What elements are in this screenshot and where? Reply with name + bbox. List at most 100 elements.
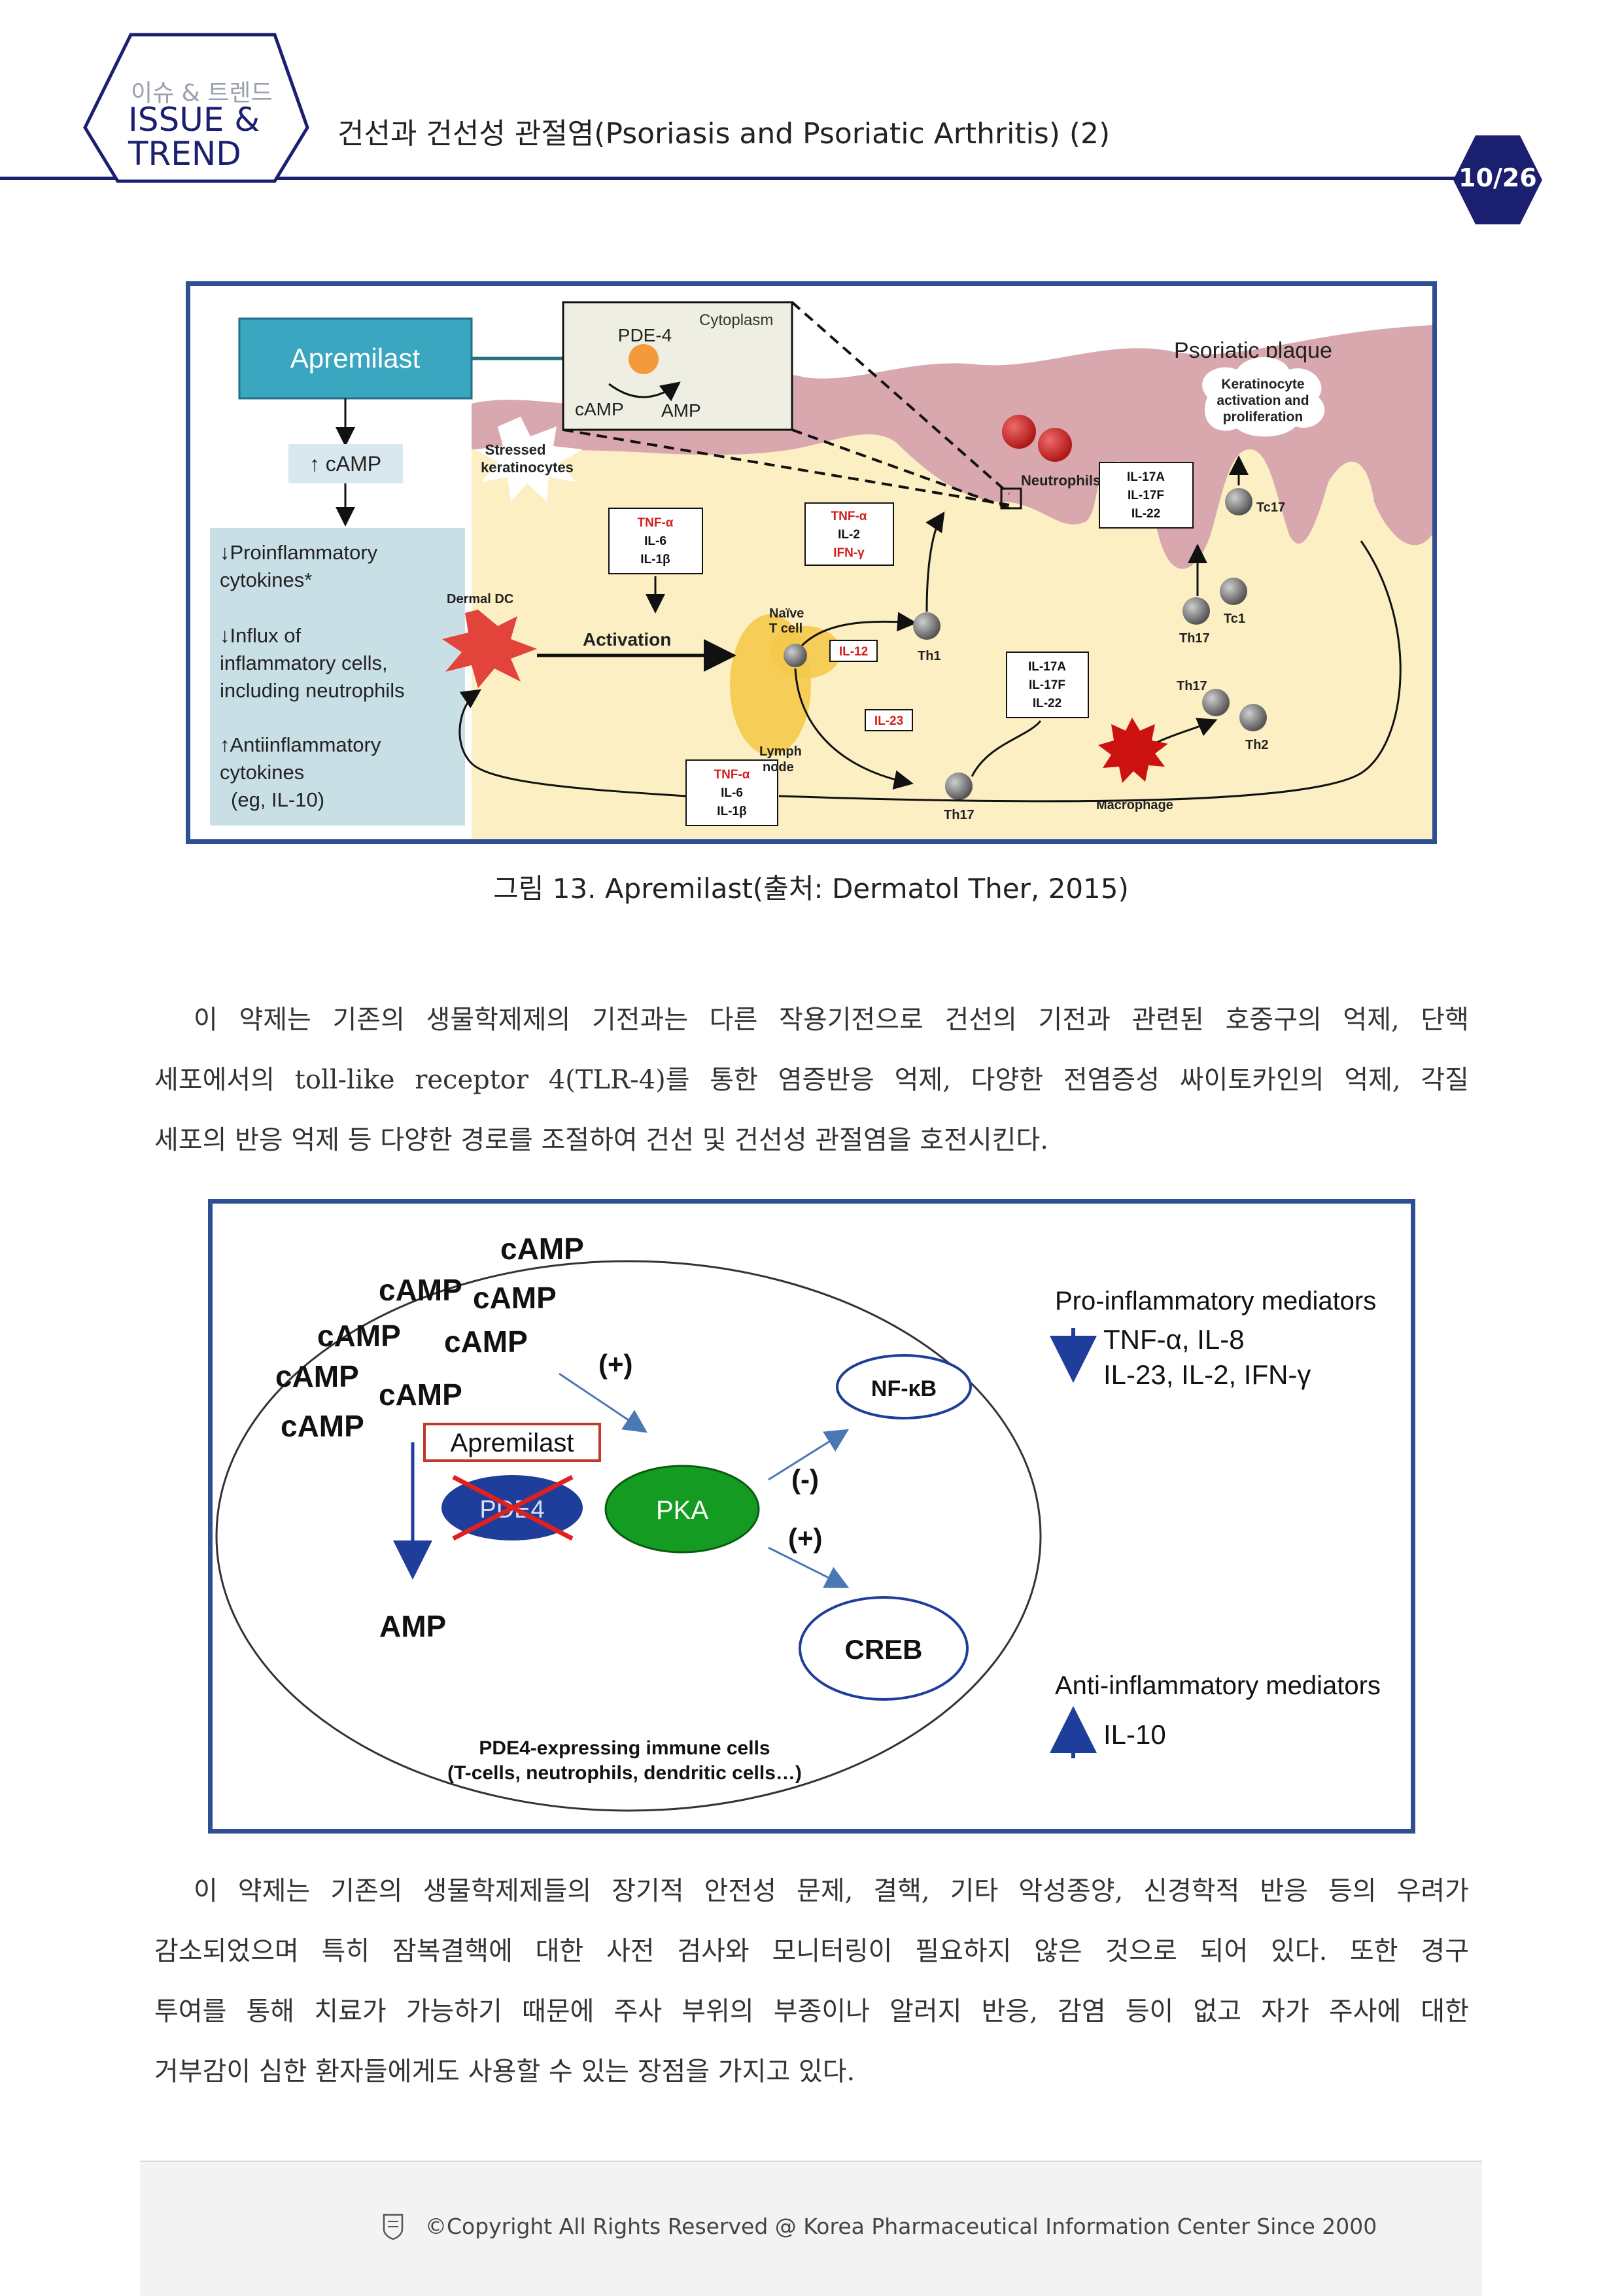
- box3-b: IL-17F: [1128, 489, 1164, 502]
- box3-c: IL-22: [1131, 507, 1160, 521]
- camp-molecule: cAMP: [281, 1409, 364, 1443]
- cyto-amp: AMP: [661, 400, 701, 421]
- box5-b: IL-6: [721, 786, 743, 800]
- cyto-camp: cAMP: [575, 399, 624, 419]
- il23-label: IL-23: [874, 714, 903, 728]
- pde4-diagram: cAMP cAMP cAMP cAMP cAMP cAMP cAMP cAMP …: [213, 1204, 1411, 1829]
- effect-text: inflammatory cells,: [220, 652, 388, 674]
- figure-apremilast-pathway: Apremilast ↑ cAMP ↓Proinflammatory cytok…: [186, 281, 1437, 844]
- th17-label: Th17: [1177, 679, 1207, 693]
- tc17-cell: [1225, 488, 1252, 515]
- figure-pde4-mechanism: cAMP cAMP cAMP cAMP cAMP cAMP cAMP cAMP …: [208, 1199, 1415, 1834]
- apremilast-label: Apremilast: [290, 343, 421, 374]
- activation-sign: (+): [788, 1523, 823, 1554]
- tc1-cell: [1220, 578, 1247, 605]
- camp-molecule: cAMP: [500, 1232, 584, 1266]
- th17-cell-b: [1182, 597, 1210, 625]
- tc1-label: Tc1: [1224, 612, 1245, 626]
- kera-text: Keratinocyte: [1221, 377, 1304, 392]
- anti-inflammatory-title: Anti-inflammatory mediators: [1055, 1671, 1381, 1700]
- box2-b: IL-2: [838, 528, 860, 542]
- camp-molecule: cAMP: [379, 1273, 462, 1307]
- figure-caption: 그림 13. Apremilast(출처: Dermatol Ther, 201…: [0, 867, 1622, 907]
- copyright-text: ©Copyright All Rights Reserved @ Korea P…: [425, 2214, 1377, 2239]
- paragraph-mechanism: 이 약제는 기존의 생물학제제의 기전과는 다른 작용기전으로 건선의 기전과 …: [154, 990, 1469, 1170]
- th17-cell: [945, 773, 973, 800]
- kera-text: proliferation: [1223, 409, 1303, 425]
- amp-molecule: AMP: [379, 1609, 446, 1643]
- box5-c: IL-1β: [717, 805, 746, 818]
- page-number: 10/26: [1453, 164, 1542, 192]
- header-category-issue: ISSUE &: [128, 103, 260, 136]
- effect-text: ↓Influx of: [220, 624, 301, 647]
- effect-text: cytokines: [220, 761, 304, 784]
- page-title: 건선과 건선성 관절염(Psoriasis and Psoriatic Arth…: [337, 110, 1110, 152]
- box4-c: IL-22: [1033, 697, 1061, 710]
- nfkb-label: NF-κB: [871, 1376, 937, 1401]
- box5-a: TNF-α: [714, 768, 750, 782]
- pde4-label: PDE-4: [618, 325, 672, 345]
- th1-label: Th1: [918, 649, 941, 663]
- anti-inflammatory-list: IL-10: [1103, 1719, 1166, 1750]
- lymph-label: Lymph: [759, 744, 802, 759]
- box3-a: IL-17A: [1127, 470, 1165, 484]
- camp-up-label: ↑ cAMP: [309, 452, 381, 476]
- neutrophil-cell: [1002, 415, 1036, 449]
- effect-text: ↓Proinflammatory: [220, 541, 378, 564]
- text-line: 이 약제는 기존의 생물학제제들의 장기적 안전성 문제, 결핵, 기타 악성종…: [154, 1861, 1469, 1921]
- creb-label: CREB: [844, 1634, 922, 1665]
- tc17-label: Tc17: [1256, 500, 1285, 515]
- camp-molecule: cAMP: [444, 1325, 528, 1359]
- il12-label: IL-12: [839, 645, 868, 659]
- pro-inflammatory-title: Pro-inflammatory mediators: [1055, 1287, 1376, 1315]
- dermal-dc-label: Dermal DC: [447, 592, 513, 606]
- kera-text: activation and: [1216, 393, 1309, 408]
- th17-label: Th17: [1179, 631, 1210, 646]
- th1-cell: [913, 612, 940, 640]
- text-line: 이 약제는 기존의 생물학제제의 기전과는 다른 작용기전으로 건선의 기전과 …: [154, 990, 1469, 1050]
- cytoplasm-label: Cytoplasm: [699, 311, 773, 329]
- stressed-text: Stressed: [485, 442, 546, 458]
- box2-c: IFN-γ: [833, 546, 865, 560]
- naive-t-cell: [784, 644, 807, 667]
- inhibition-sign: (-): [791, 1464, 819, 1495]
- apremilast-label: Apremilast: [451, 1429, 574, 1457]
- cells-label: (T-cells, neutrophils, dendritic cells…): [447, 1762, 802, 1784]
- text-line: 감소되었으며 특히 잠복결핵에 대한 사전 검사와 모니터링이 필요하지 않은 …: [154, 1921, 1469, 1981]
- box1-c: IL-1β: [640, 553, 670, 566]
- paragraph-advantages: 이 약제는 기존의 생물학제제들의 장기적 안전성 문제, 결핵, 기타 악성종…: [154, 1861, 1469, 2102]
- pro-inflammatory-list: IL-23, IL-2, IFN-γ: [1103, 1359, 1311, 1390]
- text-line: 세포에서의 toll-like receptor 4(TLR-4)를 통한 염증…: [154, 1050, 1469, 1110]
- camp-molecule: cAMP: [275, 1359, 359, 1393]
- stressed-text: keratinocytes: [481, 459, 574, 476]
- activation-sign: (+): [598, 1349, 633, 1380]
- effect-text: (eg, IL-10): [231, 788, 324, 811]
- neutrophils-label: Neutrophils: [1021, 472, 1101, 489]
- naive-label: Naïve: [769, 606, 804, 621]
- kpic-logo-icon: [383, 2214, 404, 2240]
- th17-label: Th17: [944, 808, 975, 822]
- pka-label: PKA: [656, 1496, 708, 1525]
- lymph-label: node: [763, 760, 794, 774]
- neutrophil-cell: [1038, 428, 1072, 462]
- activation-label: Activation: [583, 629, 671, 650]
- box1-b: IL-6: [644, 534, 666, 548]
- camp-molecule: cAMP: [317, 1319, 401, 1353]
- text-line: 세포의 반응 억제 등 다양한 경로를 조절하여 건선 및 건선성 관절염을 호…: [154, 1110, 1469, 1170]
- text-line: 투여를 통해 치료가 가능하기 때문에 주사 부위의 부종이나 알러지 반응, …: [154, 1981, 1469, 2042]
- pde4-enzyme: [629, 344, 659, 374]
- box1-a: TNF-α: [638, 516, 674, 530]
- effect-text: ↑Antiinflammatory: [220, 733, 381, 756]
- effect-text: cytokines*: [220, 568, 312, 591]
- header-category-trend: TREND: [128, 137, 241, 170]
- effect-text: including neutrophils: [220, 679, 405, 702]
- pathway-diagram: Apremilast ↑ cAMP ↓Proinflammatory cytok…: [190, 286, 1432, 839]
- naive-label: T cell: [769, 621, 802, 636]
- box4-a: IL-17A: [1028, 660, 1066, 674]
- pro-inflammatory-list: TNF-α, IL-8: [1103, 1324, 1245, 1355]
- cells-label: PDE4-expressing immune cells: [479, 1737, 770, 1759]
- th2-cell: [1239, 704, 1267, 731]
- camp-molecule: cAMP: [473, 1281, 557, 1315]
- th2-label: Th2: [1245, 738, 1269, 752]
- text-line: 거부감이 심한 환자들에게도 사용할 수 있는 장점을 가지고 있다.: [154, 2042, 1469, 2102]
